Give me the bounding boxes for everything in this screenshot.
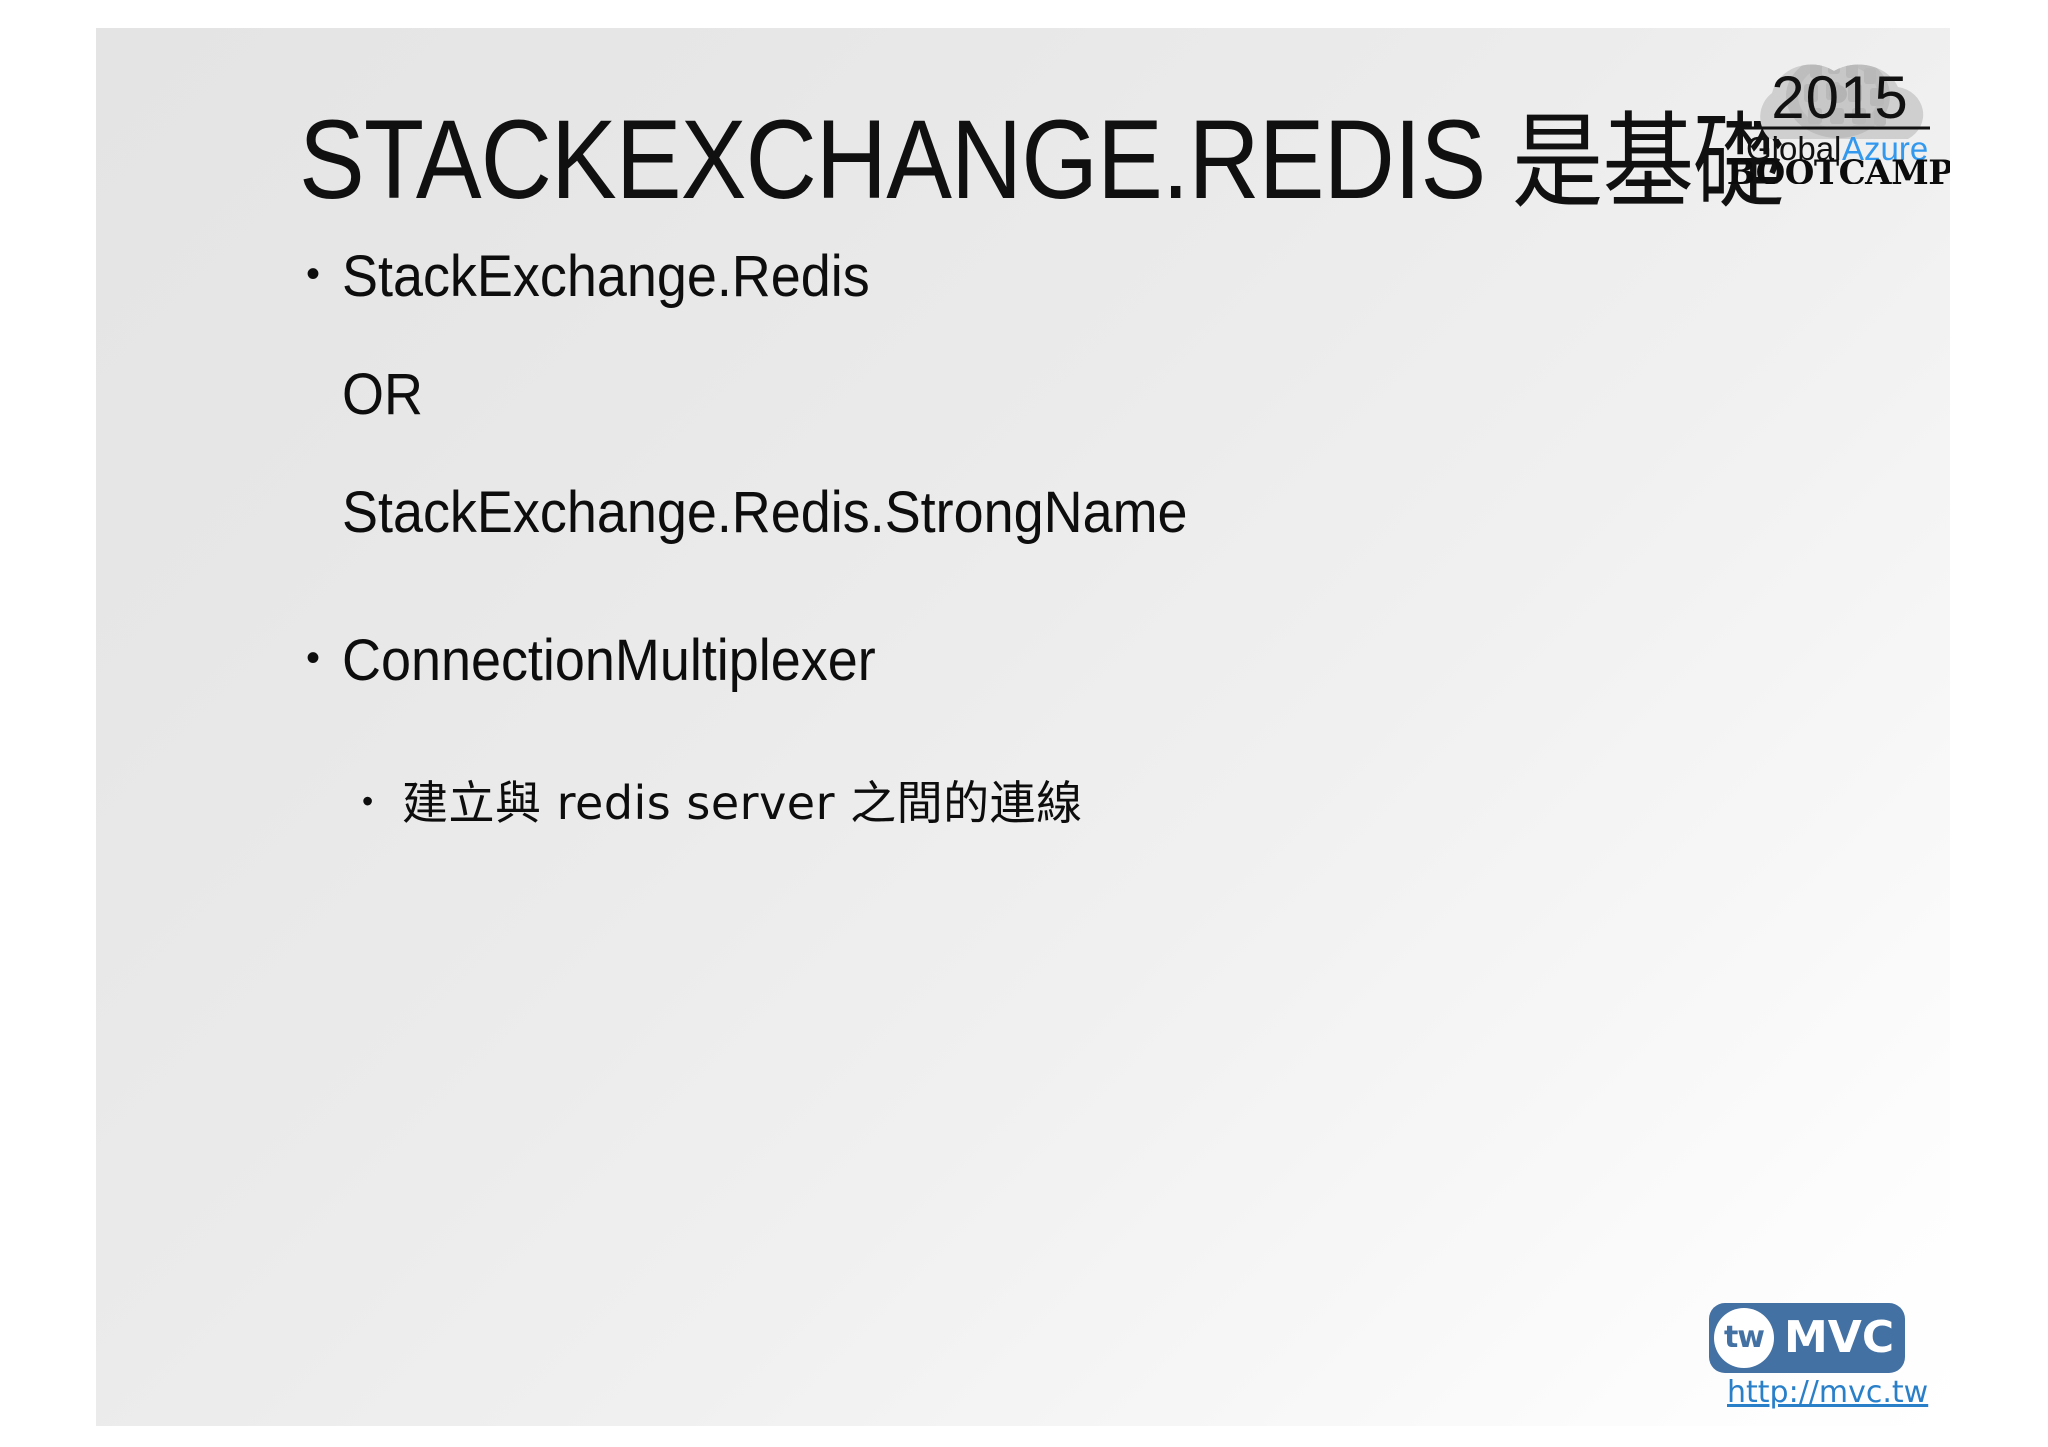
- bullet-marker-icon: •: [306, 636, 321, 680]
- twmvc-mvc-label: MVC: [1784, 1312, 1895, 1363]
- slide-canvas: STACKEXCHANGE.REDIS 是基礎 • StackExchange.…: [96, 28, 1950, 1426]
- page-title-latin: STACKEXCHANGE.REDIS: [299, 97, 1486, 222]
- twmvc-tw-label: tw: [1723, 1320, 1765, 1355]
- tw-circle-icon: tw: [1714, 1308, 1774, 1368]
- twmvc-url-link[interactable]: http://mvc.tw: [1727, 1375, 1929, 1410]
- sub-list-item: • 建立與 redis server 之間的連線: [354, 780, 1786, 826]
- twmvc-logo: tw MVC http://mvc.tw: [1709, 1303, 1929, 1418]
- global-azure-bootcamp-logo: 2015 Global Azure BOOTCAMP: [1710, 44, 1950, 184]
- list-item: StackExchange.Redis.StrongName: [286, 484, 1786, 542]
- gab-year-text: 2015: [1771, 64, 1908, 131]
- list-item-label: StackExchange.Redis: [342, 244, 870, 309]
- list-item: • StackExchange.Redis: [286, 248, 1786, 306]
- bullet-list: • StackExchange.Redis OR StackExchange.R…: [286, 248, 1786, 846]
- list-item-label: OR: [342, 362, 423, 427]
- page-title: STACKEXCHANGE.REDIS 是基礎: [299, 97, 1785, 222]
- bullet-marker-icon: •: [362, 783, 374, 819]
- list-item-label: ConnectionMultiplexer: [342, 628, 876, 693]
- page-title-cjk: 是基礎: [1511, 101, 1785, 223]
- list-item-label: StackExchange.Redis.StrongName: [342, 480, 1188, 545]
- gab-global-text: Global: [1746, 130, 1841, 167]
- twmvc-badge: tw MVC: [1709, 1303, 1905, 1373]
- list-item: • ConnectionMultiplexer: [286, 632, 1786, 690]
- gab-bootcamp-text: BOOTCAMP: [1727, 153, 1950, 184]
- sub-list-item-label: 建立與 redis server 之間的連線: [402, 776, 1083, 830]
- list-item: OR: [286, 366, 1786, 424]
- boot-tread-pattern: [1786, 64, 1890, 138]
- bullet-marker-icon: •: [306, 252, 321, 296]
- gab-azure-text: Azure: [1842, 130, 1928, 167]
